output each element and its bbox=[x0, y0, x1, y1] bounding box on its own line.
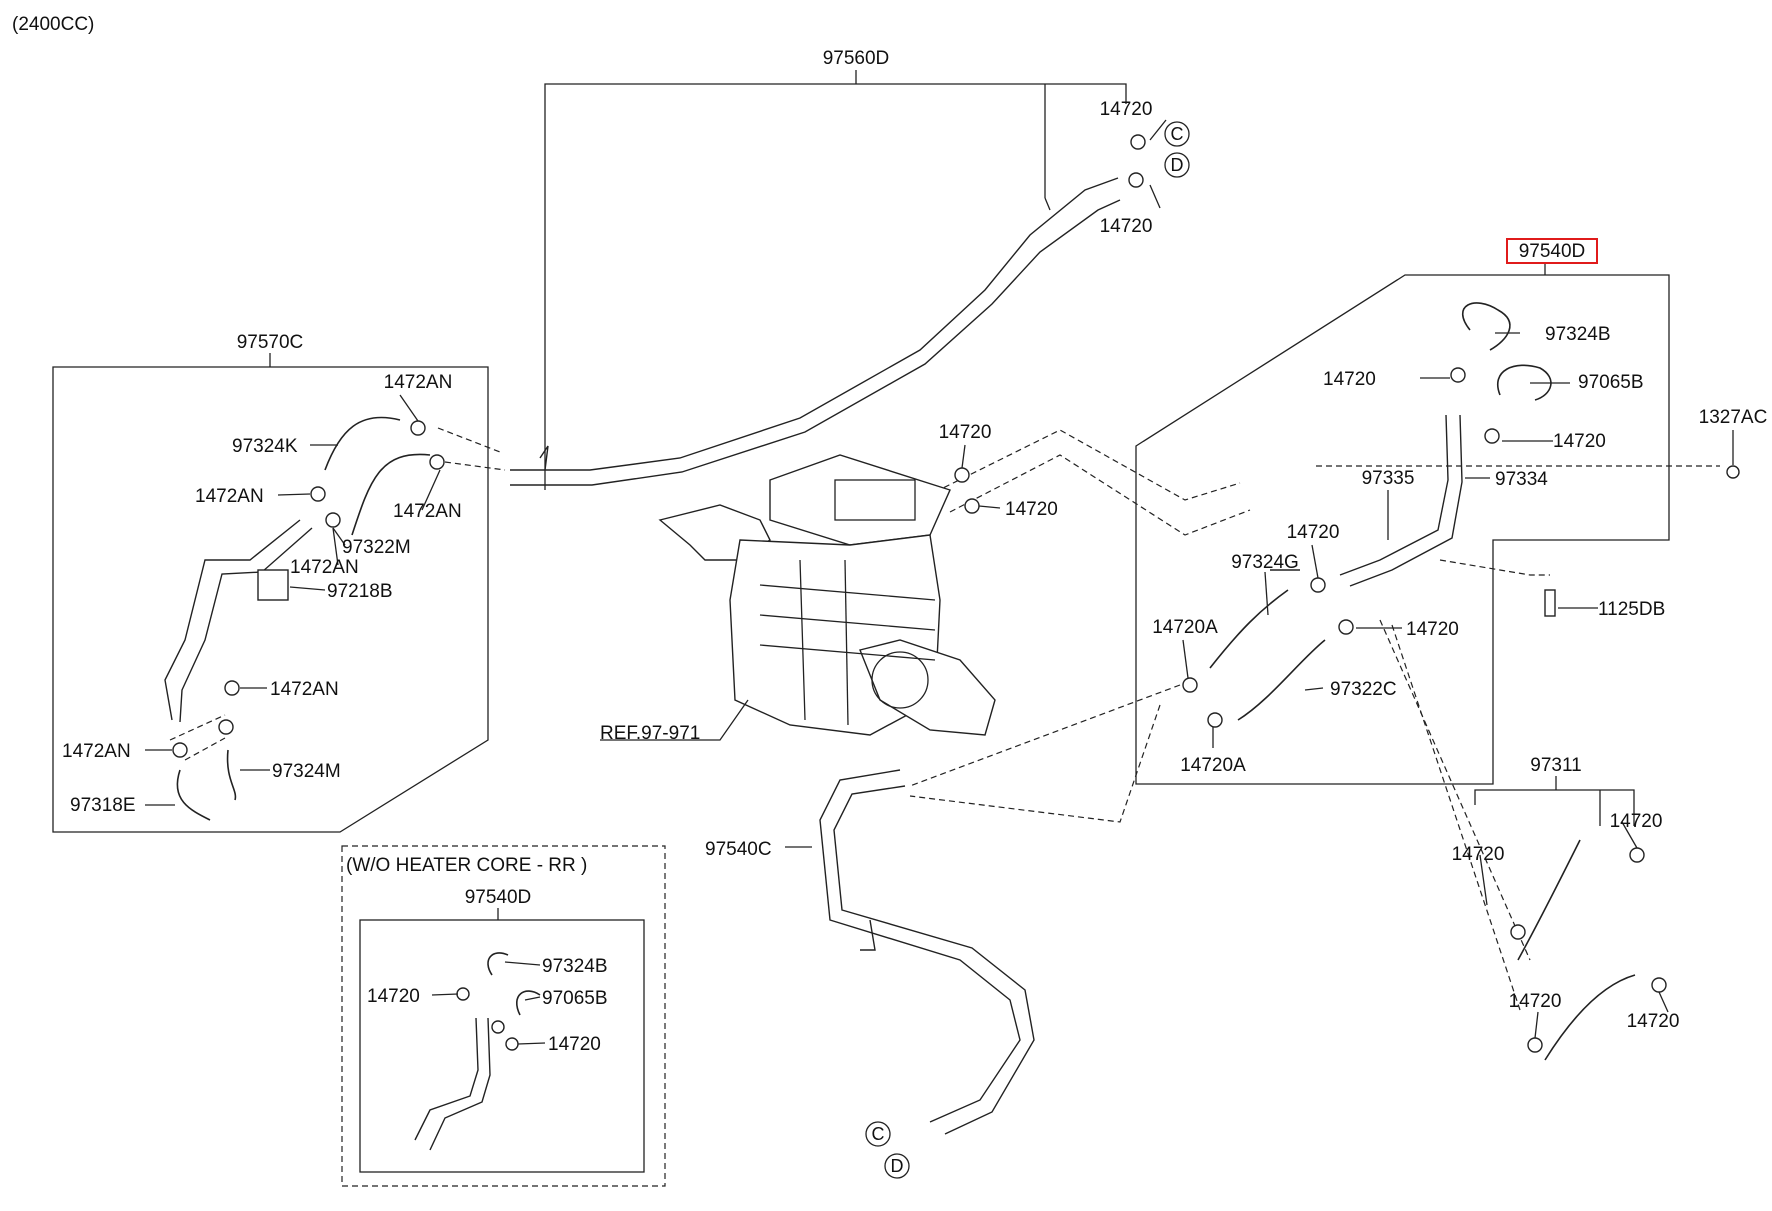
label-14720-i: 14720 bbox=[1610, 811, 1663, 832]
label-14720-h: 14720 bbox=[1005, 499, 1058, 520]
label-97318E: 97318E bbox=[70, 795, 136, 816]
label-14720-f: 14720 bbox=[1406, 619, 1459, 640]
wo-label-14720-a: 14720 bbox=[367, 986, 420, 1007]
label-1472AN-2: 1472AN bbox=[195, 486, 264, 507]
label-97324K: 97324K bbox=[232, 436, 298, 457]
label-97324M: 97324M bbox=[272, 761, 341, 782]
connector-d-top: D bbox=[1164, 152, 1190, 178]
dashed-connections bbox=[169, 427, 1720, 1011]
wo-label-97065B: 97065B bbox=[542, 988, 608, 1009]
label-97322M: 97322M bbox=[342, 537, 411, 558]
label-97335: 97335 bbox=[1362, 468, 1415, 489]
hvac-unit bbox=[658, 454, 996, 736]
label-REF-97-971: REF.97-971 bbox=[600, 723, 700, 744]
label-97324G: 97324G bbox=[1231, 552, 1299, 573]
highlight-box-97540D bbox=[1506, 238, 1598, 264]
label-14720-e: 14720 bbox=[1287, 522, 1340, 543]
leaders bbox=[145, 119, 1734, 1045]
wo-label-14720-b: 14720 bbox=[548, 1034, 601, 1055]
label-14720-j: 14720 bbox=[1452, 844, 1505, 865]
label-14720-d: 14720 bbox=[1100, 216, 1153, 237]
label-97065B: 97065B bbox=[1578, 372, 1644, 393]
label-14720-k: 14720 bbox=[1509, 991, 1562, 1012]
label-97540D-main: 97540D bbox=[1519, 241, 1586, 262]
label-1472AN-3: 1472AN bbox=[393, 501, 462, 522]
part-labels: (2400CC) 97560D 14720 14720 97540D 97324… bbox=[12, 14, 1767, 1032]
label-14720A-1: 14720A bbox=[1152, 617, 1218, 638]
label-97570C: 97570C bbox=[237, 332, 304, 353]
label-14720A-2: 14720A bbox=[1180, 755, 1246, 776]
label-97322C: 97322C bbox=[1330, 679, 1397, 700]
label-14720-a: 14720 bbox=[1323, 369, 1376, 390]
wo-heater-core-title: (W/O HEATER CORE - RR ) bbox=[346, 855, 587, 876]
svg-text:C: C bbox=[1171, 124, 1184, 144]
label-97334: 97334 bbox=[1495, 469, 1548, 490]
label-1125DB: 1125DB bbox=[1598, 599, 1665, 620]
label-14720-b: 14720 bbox=[1553, 431, 1606, 452]
wo-heater-core-labels: (W/O HEATER CORE - RR ) 97540D 97324B 14… bbox=[346, 855, 608, 1055]
svg-text:D: D bbox=[1171, 155, 1184, 175]
group-lines bbox=[52, 70, 1670, 1187]
label-1472AN-4: 1472AN bbox=[290, 557, 359, 578]
svg-text:C: C bbox=[872, 1124, 885, 1144]
pipes bbox=[164, 177, 1636, 1151]
label-97560D: 97560D bbox=[823, 48, 890, 69]
connector-c-bottom: C bbox=[865, 1121, 891, 1147]
label-1472AN-5: 1472AN bbox=[270, 679, 339, 700]
label-14720-l: 14720 bbox=[1627, 1011, 1680, 1032]
label-1472AN-6: 1472AN bbox=[62, 741, 131, 762]
connector-c-top: C bbox=[1164, 121, 1190, 147]
label-1327AC: 1327AC bbox=[1699, 407, 1768, 428]
label-97324B: 97324B bbox=[1545, 324, 1611, 345]
wo-label-97540D: 97540D bbox=[465, 887, 532, 908]
label-97311: 97311 bbox=[1530, 755, 1581, 776]
wo-label-97324B: 97324B bbox=[542, 956, 608, 977]
label-1472AN-1: 1472AN bbox=[384, 372, 453, 393]
label-97540C: 97540C bbox=[705, 839, 772, 860]
connector-d-bottom: D bbox=[884, 1153, 910, 1179]
engine-label: (2400CC) bbox=[12, 14, 94, 35]
label-14720-c: 14720 bbox=[1100, 99, 1153, 120]
label-14720-g: 14720 bbox=[939, 422, 992, 443]
label-97218B: 97218B bbox=[327, 581, 393, 602]
svg-text:D: D bbox=[891, 1156, 904, 1176]
clamps bbox=[172, 134, 1740, 1053]
